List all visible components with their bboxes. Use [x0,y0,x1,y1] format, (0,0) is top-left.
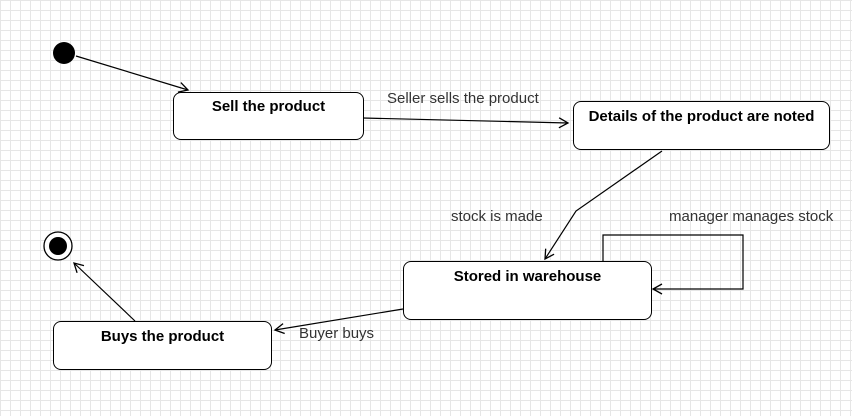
label-manager-manages-stock: manager manages stock [669,208,834,225]
transition-start-to-sell[interactable] [75,55,190,93]
state-buys-label: Buys the product [100,328,225,345]
transition-buys-to-final[interactable] [73,262,136,322]
state-details-label: Details of the product are noted [588,108,815,125]
label-buyer-buys: Buyer buys [299,325,375,342]
final-state[interactable] [43,231,73,261]
state-details-noted[interactable]: Details of the product are noted [573,101,830,150]
transition-sell-to-details[interactable] [362,117,570,129]
state-stored-in-warehouse[interactable]: Stored in warehouse [403,261,652,320]
state-sell-label: Sell the product [211,98,326,115]
state-stored-label: Stored in warehouse [453,268,602,285]
state-buys-the-product[interactable]: Buys the product [53,321,272,370]
initial-state[interactable] [53,42,75,64]
transition-stored-to-buys[interactable] [273,308,404,335]
transition-details-to-stored[interactable] [544,150,663,261]
label-seller-sells: Seller sells the product [387,90,539,107]
label-stock-is-made: stock is made [451,208,543,225]
transition-stored-self-loop[interactable] [602,234,744,295]
state-sell-the-product[interactable]: Sell the product [173,92,364,140]
